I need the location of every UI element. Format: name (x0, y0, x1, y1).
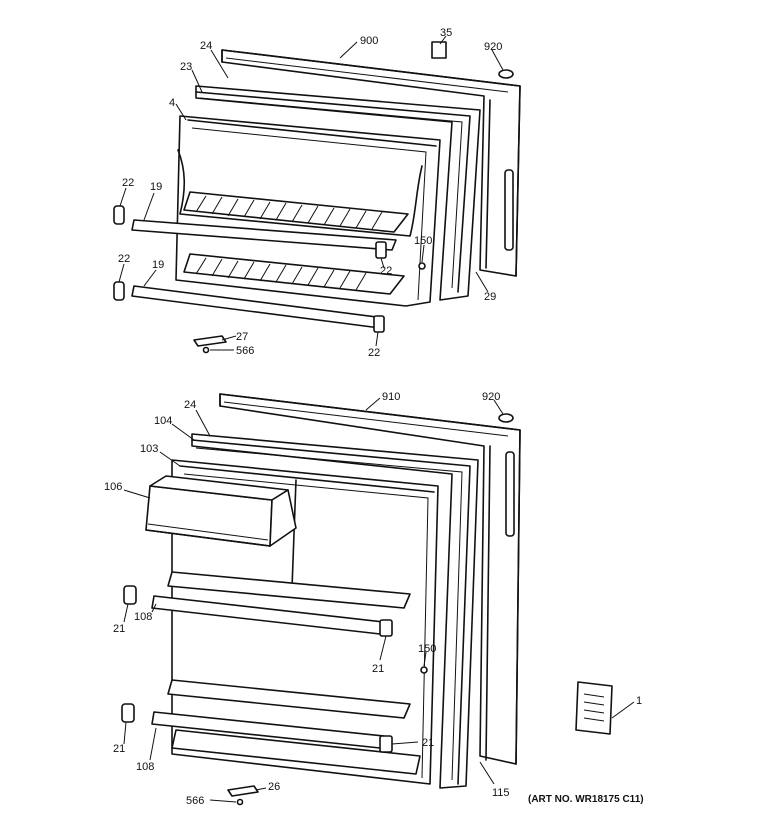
callout-108: 108 (136, 761, 154, 773)
callout-22: 22 (380, 265, 392, 277)
callout-104: 104 (154, 415, 172, 427)
art-number: (ART NO. WR18175 C11) (528, 794, 644, 805)
screw-566 (236, 798, 244, 806)
callout-23: 23 (180, 61, 192, 73)
callout-910: 910 (382, 391, 400, 403)
leader-lines (123, 397, 635, 803)
callout-4: 4 (169, 97, 175, 109)
callout-21: 21 (113, 743, 125, 755)
callout-103: 103 (140, 443, 158, 455)
callout-106: 106 (104, 481, 122, 493)
callout-21: 21 (372, 663, 384, 675)
callout-19: 19 (152, 259, 164, 271)
callout-24: 24 (200, 40, 212, 52)
callout-566: 566 (186, 795, 204, 807)
door-gasket-frame (191, 433, 479, 789)
bracket-26 (227, 785, 259, 797)
callout-21: 21 (113, 623, 125, 635)
freezer-door-assembly: 900 35 920 24 23 4 22 19 22 19 150 22 29… (113, 27, 521, 359)
callout-22: 22 (368, 347, 380, 359)
callout-150: 150 (418, 643, 436, 655)
callout-22: 22 (122, 177, 134, 189)
outer-door-panel-910 (219, 393, 521, 765)
callout-35: 35 (440, 27, 452, 39)
fresh-food-door-assembly: 910 920 24 104 103 106 21 108 21 150 21 … (104, 391, 644, 807)
plug-920 (498, 413, 514, 423)
shelf-clip-21 (121, 585, 393, 753)
inner-door-liner-4 (175, 115, 441, 307)
callout-920: 920 (482, 391, 500, 403)
owners-manual-1 (575, 681, 613, 735)
screw-566 (202, 346, 210, 354)
callout-115: 115 (492, 787, 510, 799)
screw-150 (418, 262, 426, 270)
screw-150 (420, 666, 428, 674)
callout-labels: 900 35 920 24 23 4 22 19 22 19 150 22 29… (118, 27, 502, 359)
callout-29: 29 (484, 291, 496, 303)
callout-22: 22 (118, 253, 130, 265)
door-stop-35 (431, 41, 447, 59)
bracket-27 (193, 335, 227, 347)
callout-26: 26 (268, 781, 280, 793)
dairy-door-106 (145, 475, 297, 547)
callout-21: 21 (422, 737, 434, 749)
callout-108: 108 (134, 611, 152, 623)
callout-900: 900 (360, 35, 378, 47)
callout-150: 150 (414, 235, 432, 247)
callout-920: 920 (484, 41, 502, 53)
outer-door-panel-900 (221, 49, 521, 277)
callout-1: 1 (636, 695, 642, 707)
door-gasket-frame (195, 85, 481, 301)
callout-27: 27 (236, 331, 248, 343)
shelf-clip-22 (113, 205, 387, 333)
callout-24: 24 (184, 399, 196, 411)
callout-labels: 910 920 24 104 103 106 21 108 21 150 21 … (104, 391, 642, 807)
leader-lines (118, 35, 504, 351)
callout-19: 19 (150, 181, 162, 193)
plug-920 (498, 69, 514, 79)
callout-566: 566 (236, 345, 254, 357)
